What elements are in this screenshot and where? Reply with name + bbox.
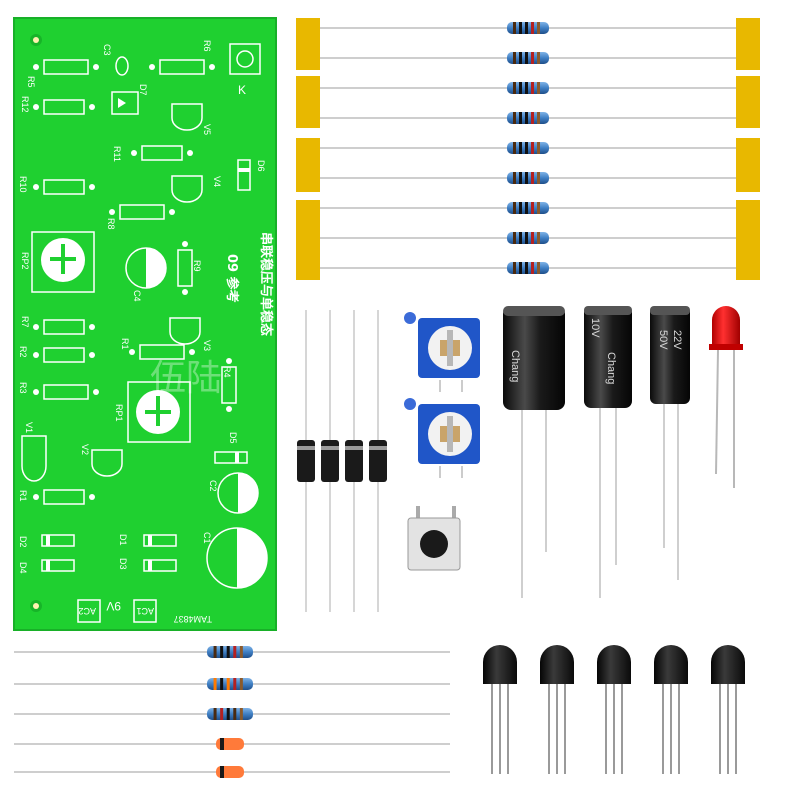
cap-rating: 22V [671, 330, 683, 350]
pcb-key-label: K [238, 83, 246, 97]
pcb-ref: R4 [222, 366, 232, 378]
cap-rating: 50V [657, 330, 669, 350]
component-tape-bottom [14, 646, 450, 778]
pcb-ref: R9 [192, 260, 202, 272]
rectifier-diode [321, 310, 339, 612]
resistor-tape-top [296, 18, 760, 280]
pcb-ref: C1 [202, 532, 212, 544]
resistor [507, 142, 549, 154]
rectifier-diode [297, 310, 315, 612]
pcb-ref: R2 [18, 346, 28, 358]
pcb-voltage: 9V [106, 599, 121, 613]
pcb-ref: D4 [18, 562, 28, 574]
transistor [597, 645, 631, 774]
pcb-ref: R3 [18, 382, 28, 394]
pcb-ref: C4 [132, 290, 142, 302]
pcb-ref: R6 [202, 40, 212, 52]
pcb-part-number: TAM4837 [174, 614, 212, 624]
resistor [507, 52, 549, 64]
electrolytic-capacitor: Chang [503, 306, 565, 598]
pcb-ref: C2 [208, 480, 218, 492]
transistor [711, 645, 745, 774]
watermark: 伍陆 [150, 358, 222, 399]
rectifier-diode [345, 310, 363, 612]
pcb-ref: AC1 [136, 606, 154, 616]
resistor [507, 112, 549, 124]
pcb-ref: RP2 [20, 252, 30, 270]
pcb-ref: R5 [26, 76, 36, 88]
pcb-ref: R8 [106, 218, 116, 230]
pcb-ref: R12 [20, 96, 30, 113]
resistor [507, 82, 549, 94]
resistor [207, 646, 253, 658]
pcb-ref: D1 [118, 534, 128, 546]
pcb-ref: AC2 [78, 606, 96, 616]
resistor [207, 678, 253, 690]
trimmer-potentiometer [404, 312, 480, 392]
rectifier-diode [369, 310, 387, 612]
cap-brand: Chang [605, 352, 617, 384]
resistor [507, 232, 549, 244]
resistor [207, 708, 253, 720]
resistor [507, 172, 549, 184]
transistor [540, 645, 574, 774]
zener-diode [216, 738, 244, 750]
electrolytic-capacitor: 22V 50V [650, 306, 690, 580]
pcb-ref: R7 [20, 316, 30, 328]
pcb-ref: D2 [18, 536, 28, 548]
trimmer-potentiometer [404, 398, 480, 478]
zener-diode [216, 766, 244, 778]
tactile-button [407, 506, 461, 571]
resistor [507, 262, 549, 274]
pcb-ref: V3 [202, 340, 212, 351]
pcb-ref: C3 [102, 44, 112, 56]
transistor [654, 645, 688, 774]
pcb-ref: V5 [202, 124, 212, 135]
pcb-ref: R10 [18, 176, 28, 193]
pcb-ref: R11 [112, 146, 122, 162]
transistor [483, 645, 517, 774]
cap-rating: 10V [589, 318, 601, 338]
pcb-subtitle: 09 参考 [224, 254, 240, 303]
pcb-ref: V4 [212, 176, 222, 187]
pcb-ref: D3 [118, 558, 128, 570]
pcb-ref: R1 [120, 338, 130, 350]
pcb-title: 串联稳压与单稳态 [258, 232, 274, 336]
pcb-board: K [13, 17, 277, 631]
pcb-ref: V1 [24, 422, 34, 433]
resistor [507, 22, 549, 34]
cap-brand: Chang [509, 350, 521, 382]
pcb-ref: D7 [138, 84, 148, 96]
pcb-ref: R1 [18, 490, 28, 502]
pcb-ref: D5 [228, 432, 238, 444]
red-led [709, 306, 743, 488]
pcb-ref: V2 [80, 444, 90, 455]
electrolytic-capacitor: 10V Chang [584, 306, 632, 598]
resistor [507, 202, 549, 214]
pcb-ref: D6 [256, 160, 266, 172]
pcb-ref: RP1 [114, 404, 124, 422]
